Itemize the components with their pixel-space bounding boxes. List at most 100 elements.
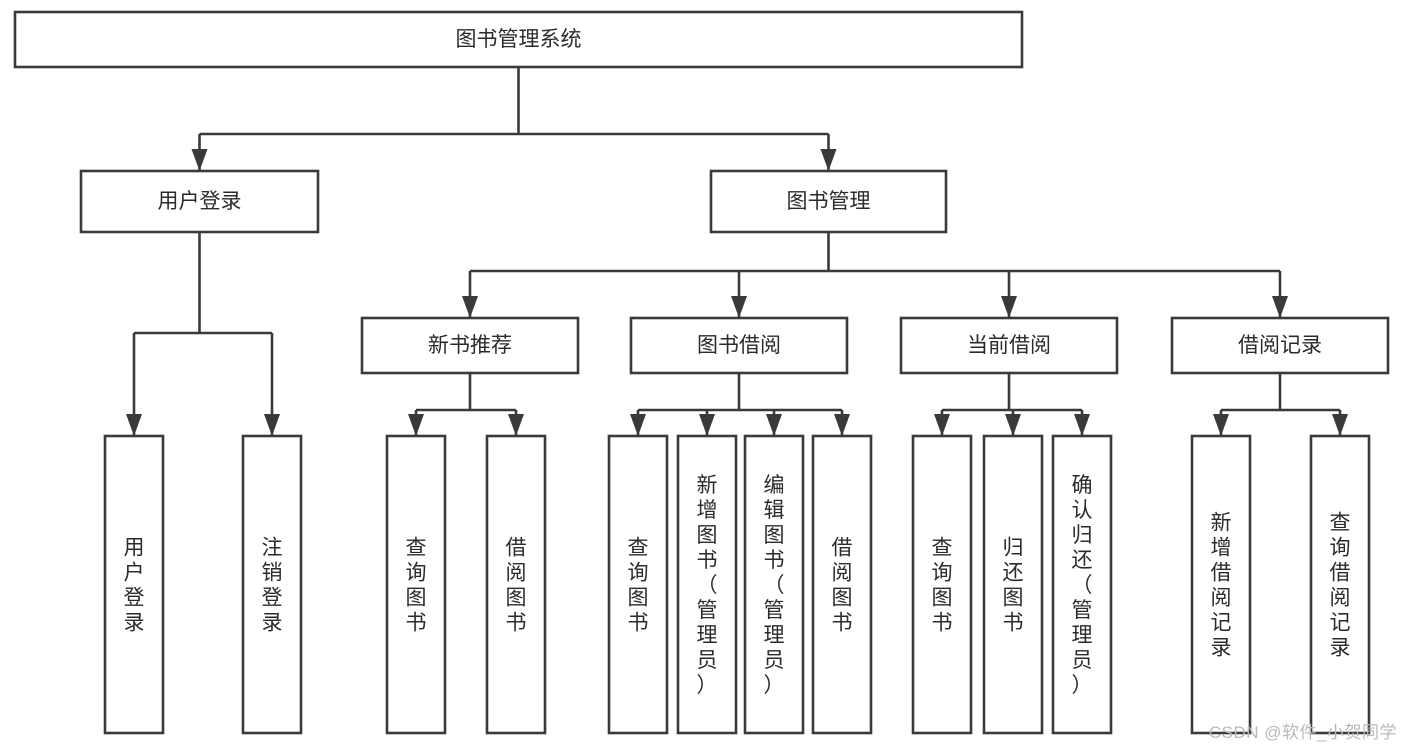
connector-lines-group: [126, 67, 1348, 436]
level2-node-box-1[interactable]: [629, 316, 849, 375]
svg-text:管: 管: [764, 599, 785, 622]
level2-node-box-0[interactable]: [360, 316, 580, 375]
svg-text:归: 归: [1072, 524, 1093, 547]
svg-text:查: 查: [932, 537, 953, 560]
leaf-node-box-6[interactable]: [743, 434, 805, 735]
svg-text:注: 注: [262, 537, 283, 560]
leaf-node-box-8[interactable]: [911, 434, 973, 735]
level1-node-box-0[interactable]: [79, 169, 320, 234]
svg-text:书: 书: [764, 549, 785, 572]
svg-text:书: 书: [1003, 612, 1024, 635]
svg-text:借: 借: [1330, 562, 1351, 585]
svg-text:（: （: [697, 574, 718, 597]
svg-text:认: 认: [1072, 499, 1093, 522]
leaf-node-box-3[interactable]: [485, 434, 547, 735]
leaf-node-box-0[interactable]: [103, 434, 165, 735]
leaf-node-box-5[interactable]: [676, 434, 738, 735]
arrow-head-icon: [630, 414, 646, 436]
svg-text:归: 归: [1003, 537, 1024, 560]
svg-text:图: 图: [697, 524, 718, 547]
svg-text:询: 询: [628, 562, 649, 585]
svg-text:录: 录: [124, 612, 145, 635]
level1-node-label-1: 图书管理: [787, 190, 871, 213]
svg-text:编: 编: [764, 474, 785, 497]
svg-text:书: 书: [506, 612, 527, 635]
svg-text:理: 理: [697, 624, 718, 647]
arrow-head-icon: [1332, 414, 1348, 436]
level1-node-box-1[interactable]: [709, 169, 948, 234]
svg-text:理: 理: [764, 624, 785, 647]
arrow-head-icon: [820, 149, 837, 171]
node-labels-group: 图书管理系统用户登录图书管理新书推荐图书借阅当前借阅借阅记录用户登录注销登录查询…: [124, 28, 1351, 697]
svg-text:理: 理: [1072, 624, 1093, 647]
svg-text:书: 书: [697, 549, 718, 572]
svg-text:增: 增: [697, 499, 718, 522]
svg-text:员: 员: [697, 649, 718, 672]
arrow-head-icon: [766, 414, 782, 436]
svg-text:图: 图: [932, 587, 953, 610]
svg-text:）: ）: [764, 674, 785, 697]
svg-text:借: 借: [1211, 562, 1232, 585]
svg-text:图: 图: [832, 587, 853, 610]
svg-text:员: 员: [1072, 649, 1093, 672]
level2-node-box-2[interactable]: [899, 316, 1119, 375]
svg-text:书: 书: [932, 612, 953, 635]
svg-text:录: 录: [1330, 637, 1351, 660]
leaf-node-label-0: 用户登录: [124, 537, 145, 635]
leaf-node-box-9[interactable]: [982, 434, 1044, 735]
svg-text:确: 确: [1072, 474, 1093, 497]
svg-text:管: 管: [1072, 599, 1093, 622]
svg-text:管: 管: [697, 599, 718, 622]
leaf-node-box-2[interactable]: [385, 434, 447, 735]
svg-text:（: （: [1072, 574, 1093, 597]
svg-text:借: 借: [506, 537, 527, 560]
arrow-head-icon: [264, 414, 280, 436]
node-boxes-group: [13, 10, 1390, 735]
svg-text:询: 询: [1330, 537, 1351, 560]
csdn-watermark: CSDN @软件_小贺同学: [1208, 723, 1397, 742]
svg-text:销: 销: [262, 562, 283, 585]
leaf-node-box-4[interactable]: [607, 434, 669, 735]
svg-text:借: 借: [832, 537, 853, 560]
arrow-head-icon: [834, 414, 850, 436]
level1-node-label-0: 用户登录: [158, 190, 242, 213]
leaf-node-box-11[interactable]: [1190, 434, 1252, 735]
svg-text:图: 图: [628, 587, 649, 610]
leaf-node-box-7[interactable]: [811, 434, 873, 735]
level2-node-label-2: 当前借阅: [967, 334, 1051, 357]
level2-node-label-0: 新书推荐: [428, 334, 512, 357]
svg-text:）: ）: [1072, 674, 1093, 697]
arrow-head-icon: [508, 414, 524, 436]
svg-text:查: 查: [406, 537, 427, 560]
svg-text:图: 图: [506, 587, 527, 610]
svg-text:阅: 阅: [1330, 587, 1351, 610]
svg-text:图: 图: [1003, 587, 1024, 610]
svg-text:（: （: [764, 574, 785, 597]
svg-text:书: 书: [406, 612, 427, 635]
arrow-head-icon: [1272, 296, 1288, 318]
level2-node-box-3[interactable]: [1170, 316, 1390, 375]
svg-text:录: 录: [1211, 637, 1232, 660]
svg-text:记: 记: [1330, 612, 1351, 635]
level2-node-label-1: 图书借阅: [697, 334, 781, 357]
leaf-node-box-12[interactable]: [1309, 434, 1371, 735]
svg-text:书: 书: [628, 612, 649, 635]
arrow-head-icon: [1001, 296, 1017, 318]
root-node-box[interactable]: [13, 10, 1024, 69]
leaf-node-box-10[interactable]: [1051, 434, 1113, 735]
leaf-node-box-1[interactable]: [241, 434, 303, 735]
arrow-head-icon: [1213, 414, 1229, 436]
svg-text:员: 员: [764, 649, 785, 672]
svg-text:书: 书: [832, 612, 853, 635]
arrow-head-icon: [408, 414, 424, 436]
svg-text:新: 新: [1211, 512, 1232, 535]
svg-text:辑: 辑: [764, 499, 785, 522]
arrow-head-icon: [126, 414, 142, 436]
